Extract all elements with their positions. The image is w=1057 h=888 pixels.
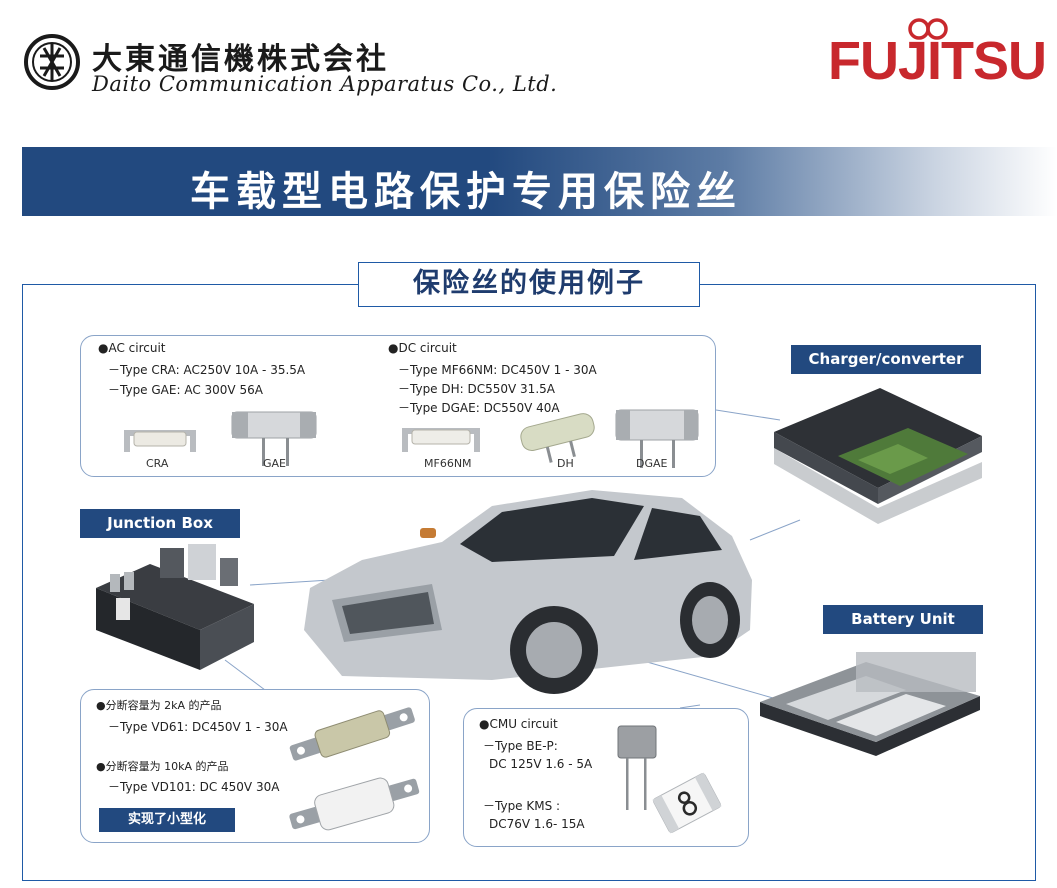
fujitsu-infinity-icon bbox=[908, 18, 948, 40]
label-mf66nm: MF66NM bbox=[424, 457, 472, 470]
banner-title: 车载型电路保护专用保险丝 bbox=[190, 169, 742, 215]
cmu-kms-rating: DC76V 1.6- 15A bbox=[489, 817, 585, 831]
ac-line-cra: －Type CRA: AC250V 10A - 35.5A bbox=[108, 363, 306, 377]
daito-seal-icon bbox=[24, 34, 80, 90]
company-name-en: Daito Communication Apparatus Co., Ltd. bbox=[92, 72, 558, 96]
content-frame bbox=[22, 284, 1036, 881]
company-name-jp: 大東通信機株式会社 bbox=[92, 42, 389, 77]
fuse-dh-image bbox=[520, 413, 595, 463]
ac-heading: ●AC circuit bbox=[98, 341, 166, 355]
cmu-heading: ●CMU circuit bbox=[479, 717, 558, 731]
ac-dc-callout bbox=[80, 335, 716, 477]
cmu-bep-label: －Type BE-P: bbox=[483, 739, 558, 753]
label-dh: DH bbox=[557, 457, 574, 470]
cmu-kms-label: －Type KMS : bbox=[483, 799, 561, 813]
junction-box-image bbox=[96, 544, 254, 670]
label-dgae: DGAE bbox=[636, 457, 668, 470]
fuse-bep-image bbox=[617, 725, 657, 810]
miniaturization-tag: 实现了小型化 bbox=[99, 808, 235, 832]
battery-unit-tag: Battery Unit bbox=[823, 605, 983, 634]
charger-converter-tag: Charger/converter bbox=[791, 345, 981, 374]
fuse-dgae-image bbox=[615, 409, 699, 468]
dc-heading: ●DC circuit bbox=[388, 341, 457, 355]
charger-converter-image bbox=[774, 388, 982, 524]
fujitsu-logo: FUJITSU bbox=[828, 18, 1047, 98]
car-image bbox=[304, 490, 752, 694]
label-cra: CRA bbox=[146, 457, 169, 470]
frame-top-right bbox=[700, 284, 1036, 285]
frame-top-left bbox=[22, 284, 358, 285]
fuse-vd101-image bbox=[289, 777, 420, 831]
section-title: 保险丝的使用例子 bbox=[358, 262, 700, 307]
breaking-vd101-line: －Type VD101: DC 450V 30A bbox=[108, 780, 280, 794]
fuse-gae-image bbox=[231, 411, 317, 466]
fujitsu-wordmark: FUJITSU bbox=[828, 31, 1047, 91]
ac-line-gae: －Type GAE: AC 300V 56A bbox=[108, 383, 263, 397]
breaking-10ka-heading: ●分断容量为 10kA 的产品 bbox=[96, 760, 229, 773]
label-gae: GAE bbox=[263, 457, 286, 470]
breaking-2ka-heading: ●分断容量为 2kA 的产品 bbox=[96, 699, 222, 712]
breaking-vd61-line: －Type VD61: DC450V 1 - 30A bbox=[108, 720, 288, 734]
fuse-cra-image bbox=[124, 430, 196, 452]
fuse-vd61-image bbox=[289, 707, 415, 761]
dc-line-dh: －Type DH: DC550V 31.5A bbox=[398, 382, 555, 396]
cmu-bep-rating: DC 125V 1.6 - 5A bbox=[489, 757, 593, 771]
dc-line-dgae: －Type DGAE: DC550V 40A bbox=[398, 401, 560, 415]
junction-box-tag: Junction Box bbox=[80, 509, 240, 538]
dc-line-mf66nm: －Type MF66NM: DC450V 1 - 30A bbox=[398, 363, 597, 377]
fuse-kms-image bbox=[652, 772, 722, 834]
title-banner: 车载型电路保护专用保险丝 bbox=[22, 147, 1057, 216]
fuse-mf66nm-image bbox=[402, 428, 480, 452]
battery-unit-image bbox=[760, 652, 980, 756]
